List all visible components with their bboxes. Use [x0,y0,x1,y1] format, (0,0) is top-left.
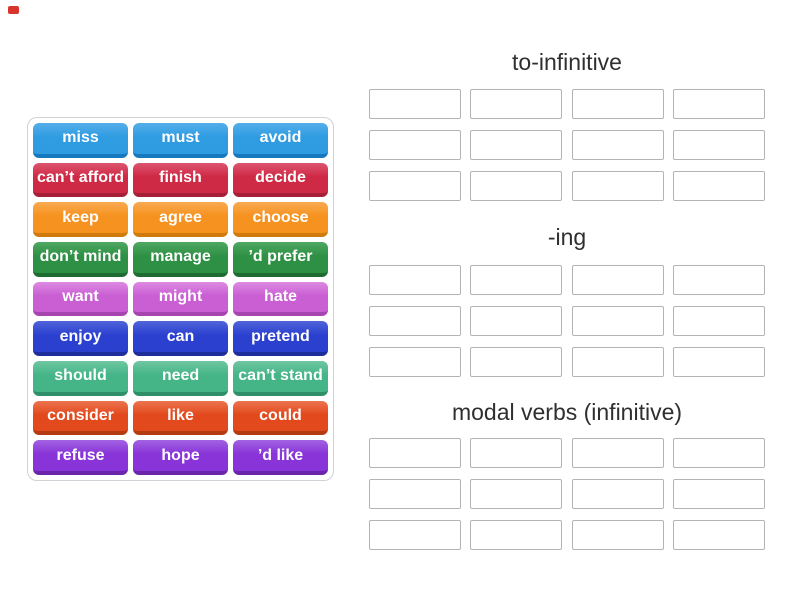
word-tile[interactable]: decide [233,162,328,198]
answer-slot[interactable] [571,130,664,160]
word-tile[interactable]: ’d prefer [233,242,328,277]
answer-slot[interactable] [571,347,664,377]
answer-slot[interactable] [571,306,664,336]
word-tile[interactable]: consider [33,400,128,436]
answer-slot[interactable] [672,306,765,336]
word-tile[interactable]: choose [233,202,328,237]
answer-slot[interactable] [369,306,461,336]
answer-slot[interactable] [672,520,765,550]
category-slots-to-infinitive [369,89,765,201]
answer-slot[interactable] [571,89,664,119]
word-tile[interactable]: don’t mind [33,242,128,277]
category-title-ing: -ing [547,224,587,250]
word-tile[interactable]: could [233,400,328,436]
answer-slot[interactable] [470,130,563,160]
answer-slot[interactable] [369,89,461,119]
word-tile[interactable]: can [133,321,228,356]
word-tile[interactable]: agree [133,202,228,237]
answer-slot[interactable] [571,438,664,468]
word-tile[interactable]: want [33,281,128,317]
answer-slot[interactable] [470,306,563,336]
answer-slot[interactable] [672,130,765,160]
answer-slot[interactable] [470,171,563,201]
answer-slot[interactable] [672,479,765,509]
answer-slot[interactable] [369,520,461,550]
answer-slot[interactable] [369,479,461,509]
answer-slot[interactable] [672,171,765,201]
category-title-to-infinitive: to-infinitive [512,49,622,75]
answer-slot[interactable] [672,265,765,295]
word-tile[interactable]: avoid [233,123,328,158]
word-tile[interactable]: enjoy [33,321,128,356]
word-tile[interactable]: keep [33,202,128,237]
answer-slot[interactable] [571,265,664,295]
answer-slot[interactable] [369,438,461,468]
answer-slot[interactable] [470,520,563,550]
answer-slot[interactable] [672,347,765,377]
answer-slot[interactable] [369,171,461,201]
answer-slot[interactable] [672,89,765,119]
word-tile[interactable]: hope [133,440,228,475]
word-tile[interactable]: ’d like [233,440,328,475]
word-tile[interactable]: finish [133,162,228,198]
word-tile[interactable]: manage [133,242,228,277]
answer-slot[interactable] [571,171,664,201]
answer-slot[interactable] [470,347,563,377]
word-tile[interactable]: hate [233,281,328,317]
word-tile[interactable]: can’t stand [233,361,328,396]
word-tile[interactable]: refuse [33,440,128,475]
answer-slot[interactable] [369,265,461,295]
word-tile[interactable]: pretend [233,321,328,356]
answer-slot[interactable] [672,438,765,468]
answer-slot[interactable] [470,89,563,119]
answer-slot[interactable] [571,479,664,509]
answer-slot[interactable] [369,347,461,377]
word-tile[interactable]: miss [33,123,128,158]
word-tile[interactable]: can’t afford [33,162,128,198]
word-tile[interactable]: must [133,123,228,158]
word-tile[interactable]: might [133,281,228,317]
answer-slot[interactable] [470,265,563,295]
word-tile[interactable]: like [133,400,228,436]
word-tile[interactable]: need [133,361,228,396]
word-tile[interactable]: should [33,361,128,396]
category-title-modal-verbs: modal verbs (infinitive) [451,399,683,425]
category-slots-modal-verbs [369,438,765,550]
answer-slot[interactable] [571,520,664,550]
red-marker-icon [8,6,19,14]
answer-slot[interactable] [470,479,563,509]
answer-slot[interactable] [470,438,563,468]
category-slots-ing [369,265,765,377]
answer-slot[interactable] [369,130,461,160]
